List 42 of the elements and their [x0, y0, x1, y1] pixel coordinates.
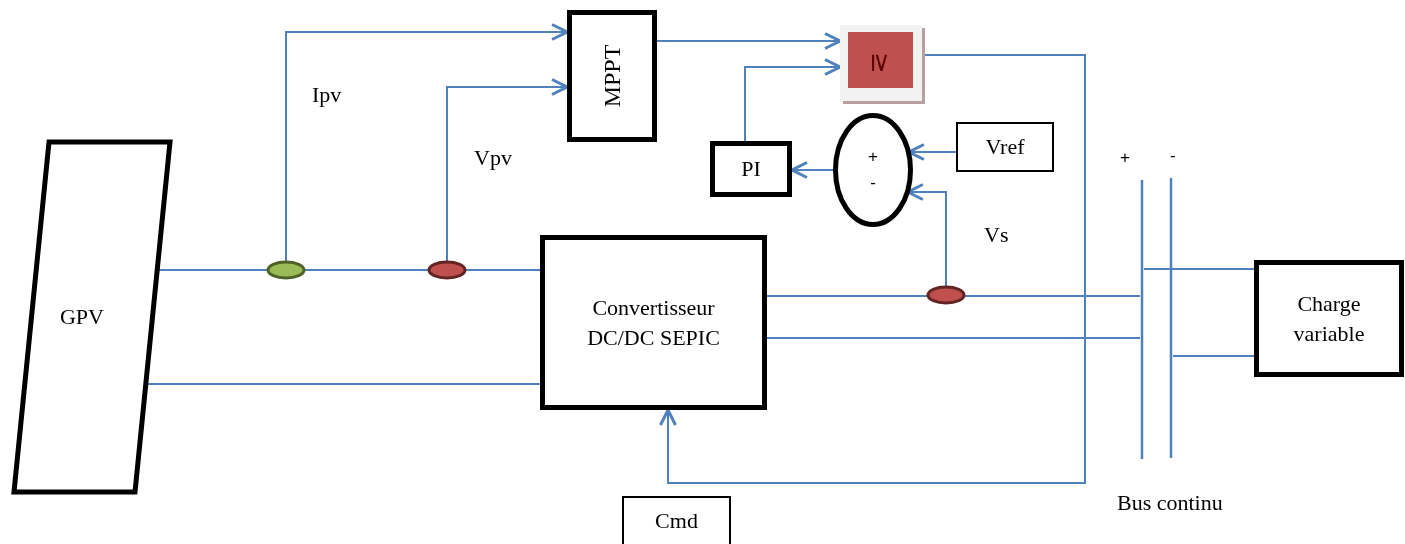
- arrow: [285, 23, 569, 262]
- block-label: PI: [741, 155, 761, 183]
- minus-sign: -: [870, 172, 876, 194]
- polarity-sign: +: [1120, 148, 1130, 168]
- connector: [766, 337, 1141, 339]
- block-label: Cmd: [655, 507, 698, 535]
- block-label: Convertisseur DC/DC SEPIC: [586, 293, 721, 352]
- bus-label: Bus continu: [1117, 490, 1223, 516]
- arrow: [659, 54, 1086, 484]
- connector: [766, 295, 930, 297]
- block-label: Charge variable: [1292, 289, 1366, 348]
- block-label: Vref: [985, 133, 1025, 161]
- mppt-block: [567, 10, 657, 142]
- voltage-sensor: [926, 285, 966, 305]
- controller-block: [710, 141, 792, 197]
- load-block: [1254, 260, 1404, 377]
- reference-box: [956, 122, 1054, 172]
- comparator-symbol: ≥: [866, 52, 896, 74]
- voltage-label: Vpv: [474, 145, 512, 171]
- current-label: Ipv: [312, 82, 342, 108]
- polarity-sign: -: [1170, 146, 1176, 166]
- block-label: MPPT: [598, 44, 626, 108]
- connector: [303, 269, 430, 271]
- plus-sign: +: [868, 146, 878, 168]
- voltage-label: Vs: [984, 222, 1009, 248]
- current-sensor: [266, 260, 306, 280]
- pv-generator-block: [12, 140, 172, 494]
- connector: [1143, 268, 1255, 270]
- arrow: [744, 58, 842, 142]
- bus-bar: [1169, 178, 1173, 458]
- converter-block: [540, 235, 767, 410]
- voltage-sensor: [427, 260, 467, 280]
- comparator-block: [840, 25, 922, 101]
- arrow: [656, 32, 842, 50]
- summing-junction: [833, 113, 913, 227]
- bus-bar: [1140, 180, 1144, 459]
- arrow: [446, 78, 569, 262]
- connector: [1172, 355, 1255, 357]
- connector: [962, 295, 1141, 297]
- command-box: [622, 496, 731, 544]
- block-label: GPV: [60, 303, 104, 331]
- connector: [464, 269, 541, 271]
